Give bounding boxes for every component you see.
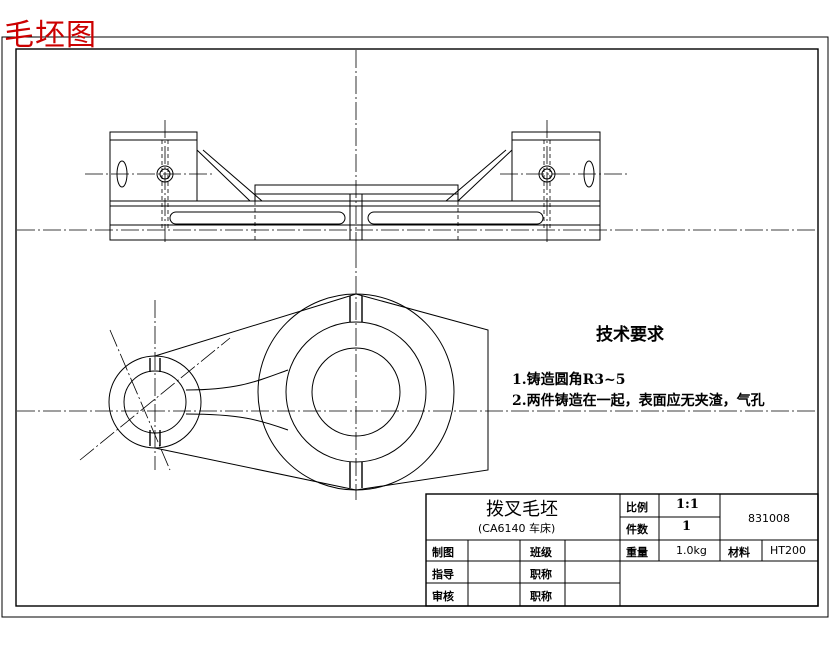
reviewer-label: 审核 xyxy=(432,590,454,603)
weight-label: 重量 xyxy=(626,546,648,559)
material-value: HT200 xyxy=(770,544,806,557)
requirement-item-1: 1.铸造圆角R3~5 xyxy=(512,372,626,388)
count-label: 件数 xyxy=(626,523,648,536)
job-title-label-2: 职称 xyxy=(530,590,552,603)
weight-value: 1.0kg xyxy=(676,544,707,557)
part-name: 拨叉毛坯 xyxy=(486,499,558,520)
drawing-number: 831008 xyxy=(748,512,790,525)
instructor-label: 指导 xyxy=(432,568,454,581)
class-label: 班级 xyxy=(530,546,552,559)
sheet-title: 毛坯图 xyxy=(4,18,97,53)
inner-frame xyxy=(15,48,819,607)
scale-value: 1:1 xyxy=(676,497,699,512)
top-view xyxy=(17,250,817,500)
machine-name: (CA6140 车床) xyxy=(478,522,556,535)
count-value: 1 xyxy=(682,519,692,534)
material-label: 材料 xyxy=(728,546,750,559)
job-title-label-1: 职称 xyxy=(530,568,552,581)
requirements-title: 技术要求 xyxy=(596,325,664,345)
requirement-item-2: 2.两件铸造在一起，表面应无夹渣，气孔 xyxy=(512,393,765,409)
drawn-by-label: 制图 xyxy=(432,546,454,559)
title-block-grid xyxy=(425,493,819,607)
front-view xyxy=(17,50,817,250)
scale-label: 比例 xyxy=(626,501,648,514)
outer-border xyxy=(1,36,829,618)
